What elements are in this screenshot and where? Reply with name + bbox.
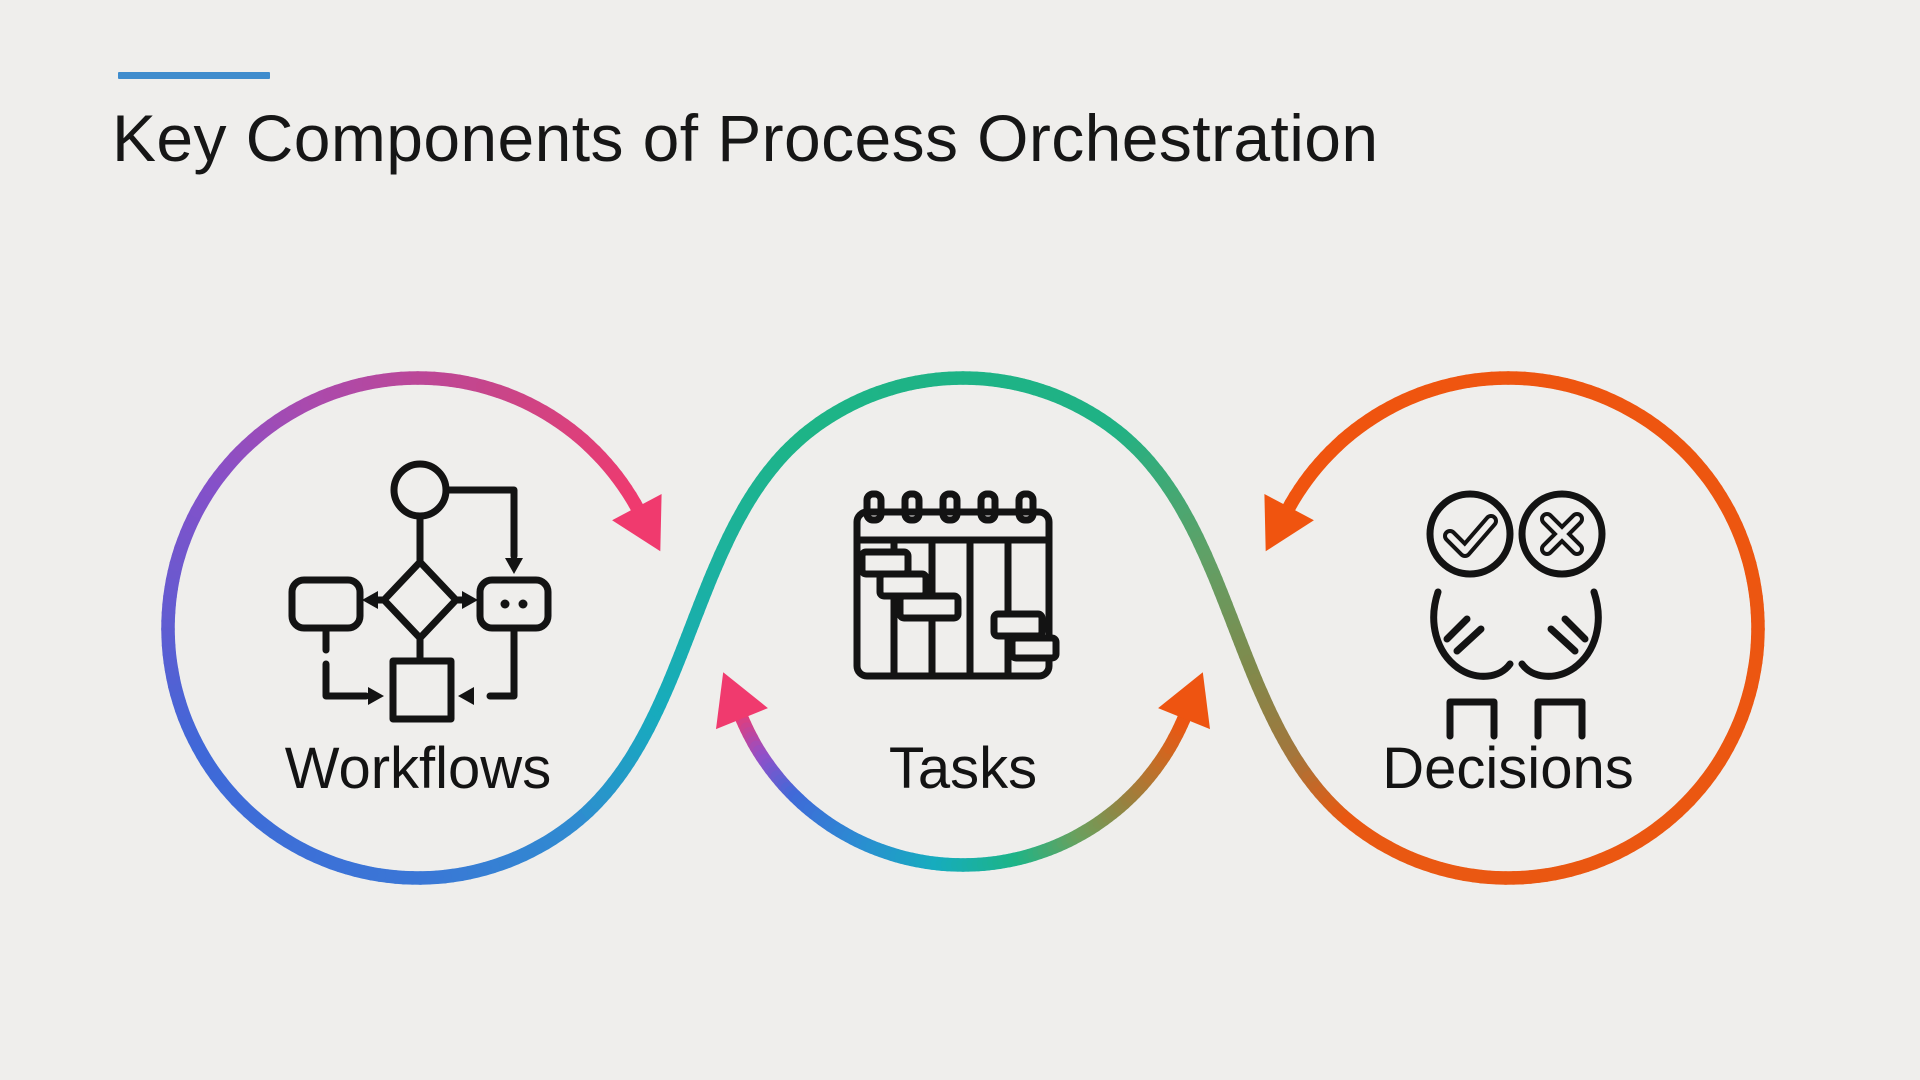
under-tasks-left-arrowhead [716, 672, 768, 730]
workflows-ring [161, 371, 646, 885]
under-tasks-right-arrowhead [1158, 672, 1210, 730]
flowchart-icon [288, 460, 552, 723]
hands-check-cross-icon [1426, 490, 1606, 740]
node-label-decisions: Decisions [1382, 736, 1633, 801]
slide-header: Key Components of Process Orchestration [112, 72, 1379, 171]
gantt-chart-icon [853, 490, 1060, 680]
tasks-arch [802, 371, 1124, 438]
ascending-connector [571, 424, 816, 827]
decisions-arrowhead [1264, 494, 1314, 552]
workflows-arrowhead [612, 494, 662, 552]
ribbon-loops [161, 371, 1765, 885]
decisions-ring [1280, 371, 1765, 885]
descending-connector [1110, 424, 1355, 827]
node-label-tasks: Tasks [889, 736, 1037, 801]
title-accent-line [118, 72, 270, 79]
page-title: Key Components of Process Orchestration [112, 101, 1379, 175]
node-label-workflows: Workflows [285, 736, 551, 801]
